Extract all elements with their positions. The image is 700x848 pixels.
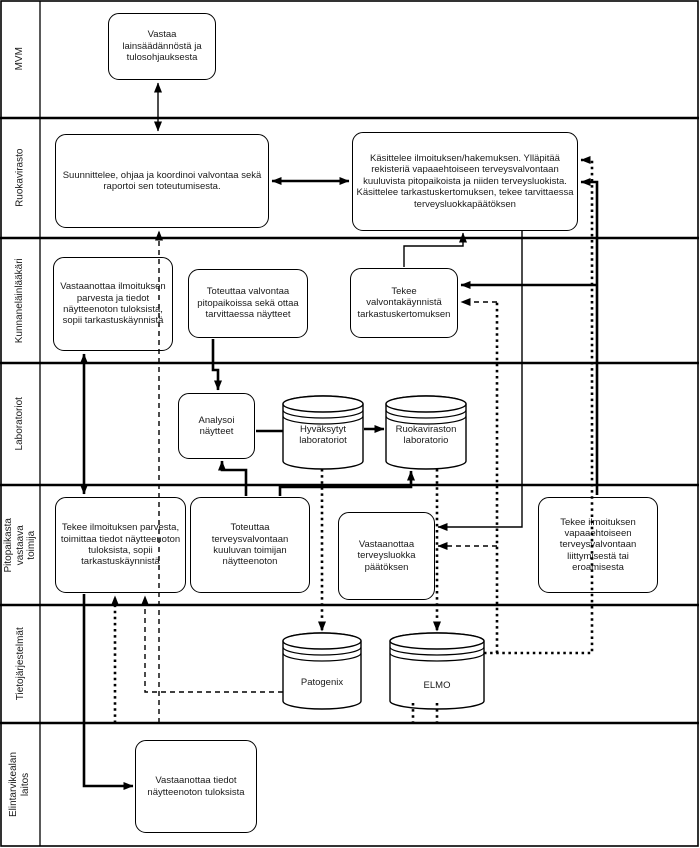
lane-label: Tietojärjestelmät <box>14 627 26 701</box>
lane-pitopaikasta-vastaava: Pitopaikasta vastaava toimija <box>0 485 40 605</box>
datastore-patogenix <box>282 632 362 710</box>
activity-vastaanottaa-tiedot-tuloksista: Vastaanottaa tiedot näytteenoton tuloksi… <box>135 740 257 833</box>
activity-text: Tekee ilmoituksen parvesta, toimittaa ti… <box>60 522 181 568</box>
activity-suunnittelee-valvontaa: Suunnittelee, ohjaa ja koordinoi valvont… <box>55 134 269 228</box>
activity-text: Vastaanottaa ilmoituksen parvesta ja tie… <box>60 281 166 327</box>
activity-text: Toteuttaa valvontaa pitopaikoissa sekä o… <box>197 286 299 321</box>
lane-tietojarjestelmat: Tietojärjestelmät <box>0 605 40 723</box>
activity-text: Vastaa lainsäädännöstä ja tulosohjaukses… <box>122 29 202 64</box>
lane-kunnanelainlaakari: Kunnaneläinlääkäri <box>0 238 40 363</box>
connector-toimija-laitos <box>82 594 134 790</box>
lane-label: Pitopaikasta vastaava toimija <box>2 517 37 573</box>
datastore-elmo-label: ELMO <box>423 680 451 691</box>
lane-ruokavirasto: Ruokavirasto <box>0 118 40 238</box>
activity-text: Suunnittelee, ohjaa ja koordinoi valvont… <box>62 169 262 192</box>
lane-label: Kunnaneläinlääkäri <box>14 257 26 344</box>
datastore-hyvaksytyt-laboratoriot-label: Hyväksytyt laboratoriot <box>299 424 347 446</box>
activity-text: Tekee valvontakäynnistä tarkastuskertomu… <box>357 285 451 320</box>
connector-patogenix-toimija <box>141 595 283 693</box>
activity-text: Toteuttaa terveysvalvontaan kuuluvan toi… <box>211 522 289 568</box>
activity-text: Analysoi näytteet <box>198 414 235 437</box>
datastore-ruokaviraston-laboratorio-label: Ruokaviraston laboratorio <box>395 424 457 446</box>
lane-laboratoriot: Laboratoriot <box>0 363 40 485</box>
activity-text: Käsittelee ilmoituksen/hakemuksen. Ylläp… <box>356 153 574 210</box>
activity-toteuttaa-terveysvalvonnan-naytteenoton: Toteuttaa terveysvalvontaan kuuluvan toi… <box>190 497 310 593</box>
datastore-patogenix-label: Patogenix <box>300 677 344 688</box>
connector-valvonta-analysoi <box>211 339 222 391</box>
datastore-elmo <box>389 632 485 710</box>
lane-label: Laboratoriot <box>14 397 26 451</box>
lane-label: Ruokavirasto <box>14 148 26 208</box>
lane-mvm: MVM <box>0 0 40 118</box>
activity-vastaanottaa-terveysluokkapaatoksen: Vastaanottaa terveysluokka päätöksen <box>338 512 435 600</box>
activity-analysoi-naytteet: Analysoi näytteet <box>178 393 255 459</box>
connector-vapaaehtoinen-kasittelee <box>580 178 599 495</box>
activity-text: Vastaanottaa terveysluokka päätöksen <box>357 538 416 573</box>
activity-text: Vastaanottaa tiedot näytteenoton tuloksi… <box>147 775 245 798</box>
activity-toteuttaa-valvontaa-pitopaikoissa: Toteuttaa valvontaa pitopaikoissa sekä o… <box>188 269 308 338</box>
connector-naytteenotto-analysoi <box>218 460 248 496</box>
activity-tekee-ilmoituksen-parvesta: Tekee ilmoituksen parvesta, toimittaa ti… <box>55 497 186 593</box>
activity-kasittelee-ilmoituksen: Käsittelee ilmoituksen/hakemuksen. Ylläp… <box>352 132 578 231</box>
activity-vastaanottaa-ilmoituksen-parvesta: Vastaanottaa ilmoituksen parvesta ja tie… <box>53 257 173 351</box>
connector-kertomus-kasittelee <box>403 232 467 267</box>
lane-label: MVM <box>14 47 26 71</box>
lane-elintarvikealan-laitos: Elintarvikealan laitos <box>0 723 40 846</box>
activity-text: Tekee ilmoituksen vapaaehtoiseen terveys… <box>559 516 637 574</box>
activity-tekee-ilmoituksen-vapaaehtoiseen: Tekee ilmoituksen vapaaehtoiseen terveys… <box>538 497 658 593</box>
connector-naytteenotto-ruokavirasto-lab <box>278 470 415 496</box>
activity-vastaa-lainsaadannosta: Vastaa lainsäädännöstä ja tulosohjaukses… <box>108 13 216 80</box>
activity-tekee-tarkastuskertomuksen: Tekee valvontakäynnistä tarkastuskertomu… <box>350 268 458 338</box>
lane-label: Elintarvikealan laitos <box>8 751 32 818</box>
